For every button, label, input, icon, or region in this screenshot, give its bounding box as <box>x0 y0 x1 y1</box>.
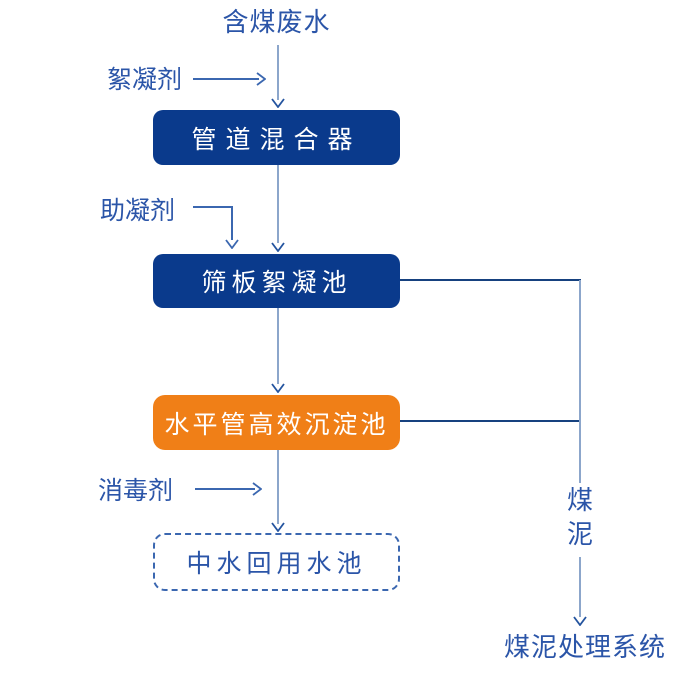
node-pipe-mixer-label: 管道混合器 <box>191 124 362 154</box>
disinfectant-arrow-line <box>195 488 255 490</box>
branch-vertical-upper <box>579 280 581 483</box>
coagulant-aid-label: 助凝剂 <box>100 196 176 225</box>
arrowhead-right-icon <box>252 482 262 496</box>
node-sieve-plate-flocculation-tank: 筛板絮凝池 <box>153 254 400 308</box>
arrowhead-down-icon <box>573 616 587 626</box>
arrowhead-down-icon <box>271 98 285 108</box>
node-reclaimed-water-reuse-tank: 中水回用水池 <box>153 533 400 591</box>
slime-label: 煤泥 <box>566 486 593 550</box>
connector-mixer-to-flocculation <box>277 165 279 243</box>
connector-flocculation-to-sedimentation <box>277 308 279 384</box>
node-reuse-tank-label: 中水回用水池 <box>186 549 367 578</box>
coagulant-aid-elbow-horizontal <box>193 206 233 208</box>
arrowhead-down-icon <box>225 239 239 249</box>
branch-line-from-sedimentation <box>400 420 581 422</box>
node-horizontal-tube-sedimentation-tank: 水平管高效沉淀池 <box>153 395 400 450</box>
source-label: 含煤废水 <box>222 8 331 38</box>
node-sedimentation-label: 水平管高效沉淀池 <box>164 409 389 439</box>
slime-treatment-system-label: 煤泥处理系统 <box>504 633 667 663</box>
flocculant-label: 絮凝剂 <box>107 65 183 94</box>
arrowhead-down-icon <box>271 242 285 252</box>
node-flocculation-label: 筛板絮凝池 <box>201 268 352 297</box>
node-pipe-mixer: 管道混合器 <box>153 110 400 165</box>
branch-line-from-flocculation <box>400 279 581 281</box>
disinfectant-label: 消毒剂 <box>98 476 174 505</box>
arrowhead-down-icon <box>271 383 285 393</box>
coagulant-aid-elbow-vertical <box>231 206 233 240</box>
branch-vertical-lower <box>579 557 581 617</box>
arrowhead-right-icon <box>256 72 266 86</box>
flocculant-arrow-line <box>193 78 259 80</box>
arrowhead-down-icon <box>271 522 285 532</box>
connector-source-to-mixer <box>277 45 279 100</box>
connector-sedimentation-to-reuse <box>277 450 279 524</box>
